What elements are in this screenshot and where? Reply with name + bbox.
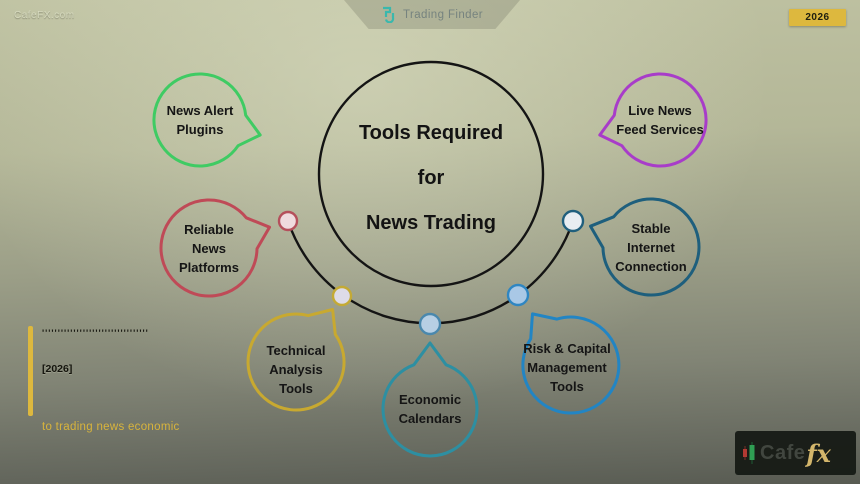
connector-node-lightblue	[418, 312, 442, 336]
connector-node-blue	[506, 283, 530, 307]
central-circle	[317, 60, 545, 288]
bubble-outline-stable-internet-connection	[589, 197, 701, 297]
center-title-line1: Tools Required	[358, 122, 504, 144]
connector-arc	[286, 220, 575, 325]
candlestick-icon	[742, 442, 757, 464]
bubble-outline-technical-analysis-tools	[246, 308, 346, 412]
scribble-text: ''''''''''''''''''''''''''''''''''	[42, 328, 149, 338]
accent-bar	[28, 326, 33, 416]
cafefx-cafe-text: Cafe	[760, 441, 806, 464]
bubble-label-reliable-news-platforms: Reliable News Platforms	[179, 222, 239, 275]
center-title-line2: for	[417, 167, 445, 189]
bubble-outline-risk-capital-management-tools	[521, 312, 621, 415]
trading-finder-logo-icon	[381, 6, 397, 23]
bubble-label-economic-calendars: Economic Calendars	[398, 392, 462, 426]
bubble-label-stable-internet-connection: Stable Internet Connection	[615, 221, 687, 274]
bubble-outline-live-news-feed-services	[598, 72, 708, 168]
cafefx-logo: Cafe fx	[735, 431, 856, 475]
cafefx-fx-text: fx	[806, 438, 831, 468]
bubble-label-technical-analysis-tools: Technical Analysis Tools	[266, 343, 326, 396]
bubble-outline-economic-calendars	[381, 341, 479, 458]
bubble-outline-news-alert-plugins	[152, 72, 262, 168]
bubble-label-risk-capital-management-tools: Risk & Capital Management Tools	[523, 341, 611, 394]
year-badge: 2026	[789, 9, 846, 26]
bracket-note: [2026]	[42, 363, 73, 375]
bubble-outline-reliable-news-platforms	[159, 198, 271, 298]
bubble-label-news-alert-plugins: News Alert Plugins	[166, 103, 234, 137]
connector-node-red	[277, 210, 299, 232]
brand-name: Trading Finder	[403, 8, 483, 21]
connector-node-darkblue	[561, 209, 585, 233]
tagline: to trading news economic	[42, 421, 180, 433]
center-title: Tools Required for News Trading	[321, 123, 541, 234]
connector-node-yellow	[331, 285, 353, 307]
watermark: CafeFX.com	[14, 10, 75, 21]
center-title-line3: News Trading	[365, 212, 497, 234]
brand-banner: Trading Finder	[344, 0, 520, 29]
bubble-label-live-news-feed-services: Live News Feed Services	[616, 103, 704, 137]
